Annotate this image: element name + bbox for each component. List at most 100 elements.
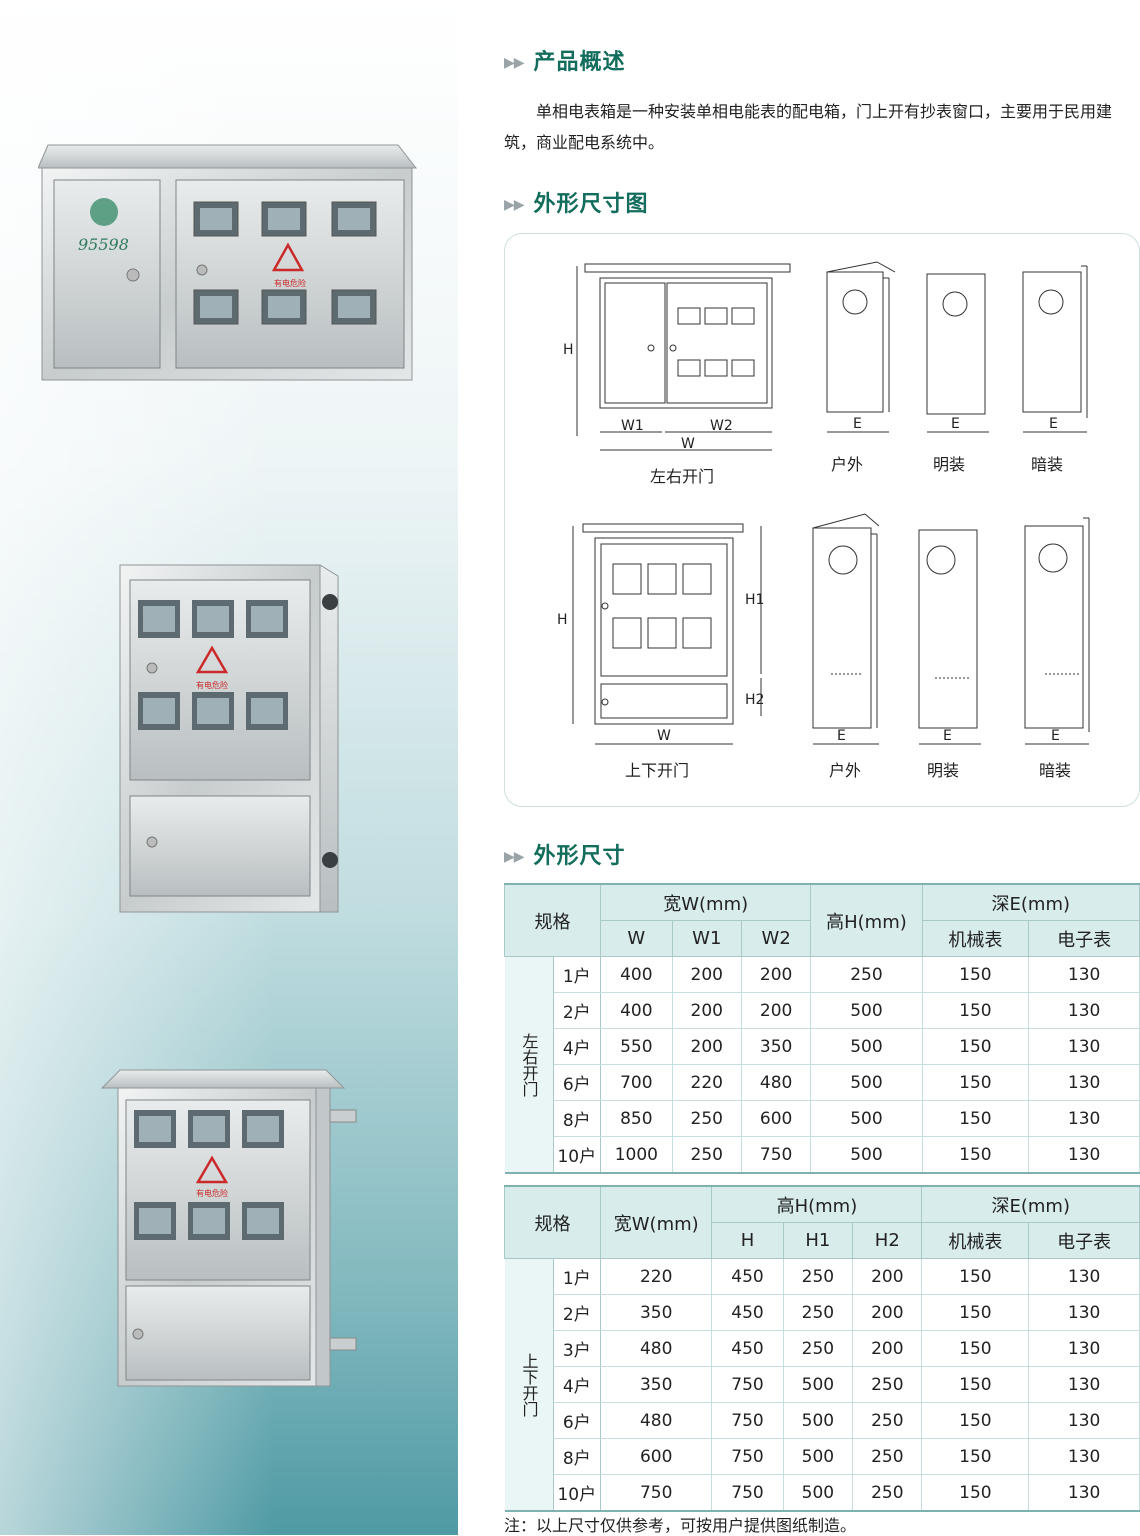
value-cell: 450 (711, 1330, 784, 1367)
arrow-icon: ▶▶ (504, 197, 525, 213)
spec-cell: 10户 (553, 1474, 602, 1512)
caption-left-right: 左右开门 (650, 467, 714, 486)
value-cell: 130 (1028, 1258, 1140, 1295)
svg-text:E: E (1051, 728, 1060, 744)
value-cell: 150 (921, 1474, 1030, 1512)
header-mech: 机械表 (921, 1222, 1030, 1259)
value-cell: 250 (852, 1366, 923, 1403)
value-cell: 250 (810, 956, 923, 993)
value-cell: 500 (783, 1474, 854, 1512)
value-cell: 150 (921, 1438, 1030, 1475)
value-cell: 130 (1028, 1136, 1140, 1174)
value-cell: 750 (741, 1136, 812, 1174)
value-cell: 850 (600, 1100, 673, 1137)
header-w1: W1 (671, 920, 742, 957)
value-cell: 200 (852, 1294, 923, 1331)
value-cell: 250 (783, 1294, 854, 1331)
content-panel: ▶▶产品概述 单相电表箱是一种安装单相电能表的配电箱，门上开有抄表窗口，主要用于… (458, 0, 1140, 1535)
footnote: 注：以上尺寸仅供参考，可按用户提供图纸制造。 (504, 1516, 857, 1535)
value-cell: 400 (600, 992, 673, 1029)
value-cell: 130 (1028, 1100, 1140, 1137)
value-cell: 750 (711, 1366, 784, 1403)
value-cell: 130 (1028, 1028, 1140, 1065)
value-cell: 500 (810, 1100, 923, 1137)
svg-text:E: E (951, 416, 960, 432)
dimension-diagram-box: H W1 W2 W 左右开门 E 户外 E 明装 E 暗装 (504, 233, 1140, 807)
value-cell: 500 (810, 1064, 923, 1101)
spec-cell: 10户 (553, 1136, 602, 1174)
size-heading: ▶▶外形尺寸 (504, 844, 626, 869)
dim-label-w-ud: W (657, 728, 671, 744)
header-depth: 深E(mm) (921, 883, 1140, 921)
value-cell: 550 (600, 1028, 673, 1065)
value-cell: 600 (600, 1438, 713, 1475)
value-cell: 200 (741, 956, 812, 993)
spec-cell: 1户 (553, 956, 602, 993)
caption-surface-2: 明装 (927, 761, 959, 780)
value-cell: 150 (921, 1366, 1030, 1403)
value-cell: 250 (852, 1474, 923, 1512)
row-group-label: 左右开门 (504, 956, 554, 1174)
spec-cell: 6户 (553, 1064, 602, 1101)
value-cell: 450 (711, 1258, 784, 1295)
header-mech: 机械表 (921, 920, 1030, 957)
value-cell: 250 (672, 1136, 742, 1174)
value-cell: 150 (922, 1136, 1030, 1174)
value-cell: 150 (922, 1100, 1030, 1137)
value-cell: 130 (1028, 1366, 1140, 1403)
value-cell: 700 (600, 1064, 673, 1101)
value-cell: 150 (921, 1330, 1030, 1367)
size-table-left-right: 规格 宽W(mm) 高H(mm) 深E(mm) W W1 W2 机械表 电子表 … (503, 883, 1140, 1174)
value-cell: 250 (672, 1100, 742, 1137)
dim-label-h: H (563, 342, 574, 358)
svg-text:有电危险: 有电危险 (196, 1188, 228, 1198)
value-cell: 350 (600, 1294, 713, 1331)
value-cell: 350 (600, 1366, 713, 1403)
size-table-up-down: 规格 宽W(mm) 高H(mm) 深E(mm) H H1 H2 机械表 电子表 … (503, 1185, 1140, 1512)
value-cell: 250 (783, 1330, 854, 1367)
value-cell: 450 (711, 1294, 784, 1331)
value-cell: 200 (672, 956, 742, 993)
value-cell: 400 (600, 956, 673, 993)
value-cell: 200 (741, 992, 812, 1029)
value-cell: 130 (1028, 1402, 1140, 1439)
svg-text:E: E (1049, 416, 1058, 432)
value-cell: 600 (741, 1100, 812, 1137)
spec-cell: 4户 (553, 1366, 602, 1403)
header-width: 宽W(mm) (600, 883, 812, 921)
header-w2: W2 (740, 920, 812, 957)
spec-cell: 4户 (553, 1028, 602, 1065)
caption-outdoor-1: 户外 (831, 455, 863, 474)
value-cell: 480 (600, 1402, 713, 1439)
value-cell: 350 (741, 1028, 812, 1065)
spec-cell: 8户 (553, 1100, 602, 1137)
svg-text:有电危险: 有电危险 (196, 680, 228, 690)
value-cell: 750 (711, 1402, 784, 1439)
header-width: 宽W(mm) (600, 1185, 713, 1259)
header-spec: 规格 (503, 883, 602, 957)
overview-heading: ▶▶产品概述 (504, 50, 626, 75)
value-cell: 500 (810, 992, 923, 1029)
header-height: 高H(mm) (711, 1185, 923, 1223)
caption-concealed-1: 暗装 (1031, 455, 1063, 474)
svg-text:E: E (943, 728, 952, 744)
value-cell: 200 (852, 1258, 923, 1295)
value-cell: 130 (1028, 1064, 1140, 1101)
value-cell: 150 (921, 1258, 1030, 1295)
value-cell: 500 (810, 1136, 923, 1174)
caption-outdoor-2: 户外 (829, 761, 861, 780)
caption-surface-1: 明装 (933, 455, 965, 474)
drawing-heading: ▶▶外形尺寸图 (504, 192, 649, 217)
svg-text:有电危险: 有电危险 (274, 278, 306, 288)
value-cell: 500 (783, 1402, 854, 1439)
arrow-icon: ▶▶ (504, 55, 525, 71)
value-cell: 250 (852, 1402, 923, 1439)
dimension-diagram: H W1 W2 W 左右开门 E 户外 E 明装 E 暗装 (557, 261, 1090, 780)
